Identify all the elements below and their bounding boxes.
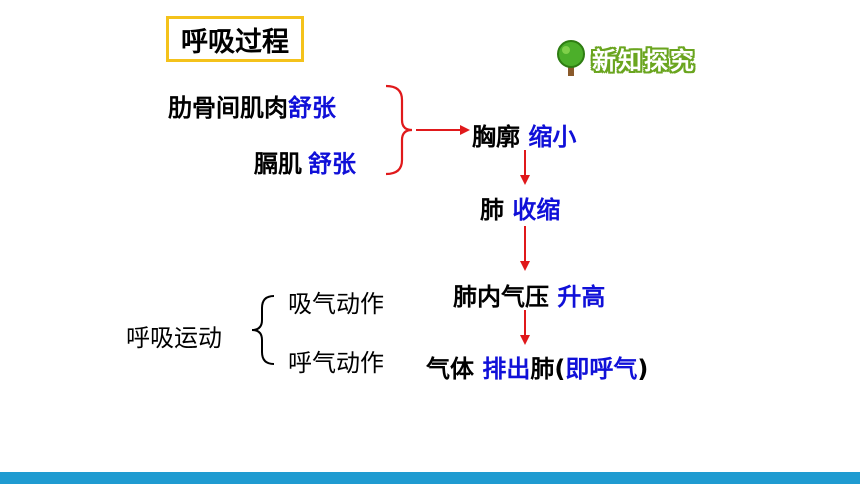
chain-subject: 肺	[480, 196, 504, 224]
chain-result: 收缩	[512, 196, 561, 224]
final-note: 即呼气	[565, 355, 638, 383]
page-title: 呼吸过程	[166, 16, 304, 62]
chain-step-thorax: 胸廓 缩小	[472, 117, 576, 152]
inhale-item: 吸气动作	[288, 290, 384, 318]
chain-subject: 肺内气压	[453, 283, 549, 311]
tree-icon	[557, 40, 585, 76]
section-badge: 新知探究	[556, 38, 696, 78]
final-step: 气体 排出肺(即呼气)	[426, 349, 648, 384]
bottom-bar	[0, 472, 860, 484]
muscle-row-1: 肋骨间肌肉舒张	[168, 88, 336, 123]
chain-subject: 胸廓	[472, 123, 520, 151]
arrow-head	[520, 261, 530, 271]
muscle-name: 膈肌	[254, 150, 302, 178]
black-brace	[251, 295, 275, 365]
breathing-label: 呼吸运动	[126, 324, 222, 352]
arrow-head	[520, 335, 530, 345]
chain-result: 缩小	[528, 123, 577, 151]
final-suffix: )	[637, 355, 649, 383]
chain-result: 升高	[557, 283, 606, 311]
arrow-head	[460, 125, 470, 135]
final-mid: 肺(	[530, 355, 566, 383]
arrow-head	[520, 175, 530, 185]
final-action: 排出	[482, 355, 531, 383]
chain-step-lung: 肺 收缩	[480, 190, 560, 225]
muscle-name: 肋骨间肌肉	[168, 94, 288, 122]
final-prefix: 气体	[426, 355, 474, 383]
badge-label: 新知探究	[592, 46, 696, 75]
muscle-row-2: 膈肌舒张	[254, 144, 356, 179]
exhale-item: 呼气动作	[288, 349, 384, 377]
chain-step-pressure: 肺内气压 升高	[453, 277, 605, 312]
muscle-state: 舒张	[308, 150, 356, 178]
muscle-state: 舒张	[288, 94, 336, 122]
red-brace	[385, 84, 413, 176]
